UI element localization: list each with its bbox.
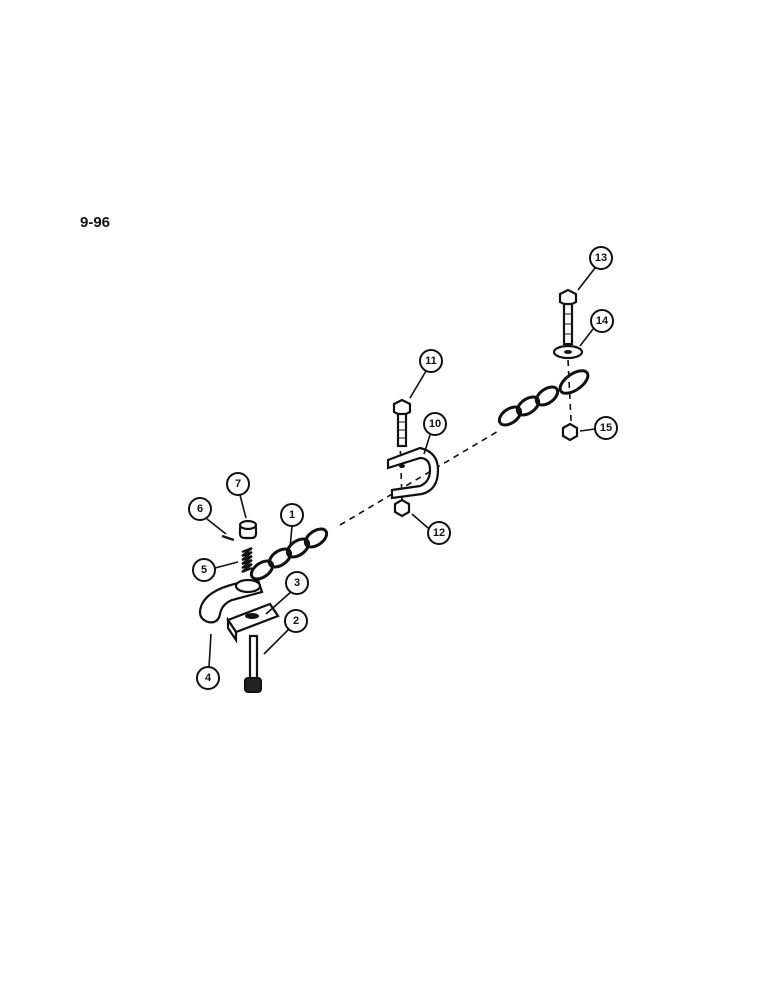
- bracket: [386, 446, 440, 500]
- svg-text:10: 10: [429, 418, 441, 430]
- svg-text:13: 13: [595, 252, 607, 264]
- bracket-bolt: [392, 398, 412, 448]
- callout-1: 1: [280, 503, 304, 549]
- chain-right: [497, 369, 590, 427]
- right-nut: [561, 422, 579, 442]
- hook-eye: [234, 578, 262, 594]
- svg-text:7: 7: [235, 478, 241, 490]
- pin: [221, 534, 235, 542]
- svg-text:3: 3: [294, 577, 300, 589]
- svg-text:14: 14: [596, 315, 609, 327]
- svg-text:5: 5: [201, 564, 207, 576]
- figure-number: 9-96: [80, 214, 111, 231]
- svg-text:2: 2: [293, 615, 299, 627]
- assembly-centerline: [339, 429, 501, 526]
- clip: [226, 602, 280, 644]
- svg-text:15: 15: [600, 422, 612, 434]
- callout-15: 15: [579, 416, 618, 440]
- callout-12: 12: [411, 513, 451, 545]
- callout-6: 6: [188, 497, 227, 535]
- callout-5: 5: [192, 558, 239, 582]
- svg-text:6: 6: [197, 503, 203, 515]
- right-bolt: [558, 288, 578, 346]
- cap: [238, 519, 258, 540]
- svg-text:4: 4: [205, 672, 212, 684]
- washer: [552, 344, 584, 360]
- bracket-nut: [393, 498, 411, 518]
- svg-text:12: 12: [433, 527, 445, 539]
- spring: [241, 546, 253, 574]
- clip-bolt: [244, 634, 262, 693]
- callout-11: 11: [409, 349, 443, 399]
- callout-4: 4: [196, 633, 220, 690]
- chain-left: [249, 527, 329, 581]
- callout-3: 3: [265, 571, 309, 615]
- callout-2: 2: [263, 609, 308, 655]
- callout-7: 7: [226, 472, 250, 519]
- callout-13: 13: [577, 246, 613, 291]
- callout-14: 14: [579, 309, 614, 347]
- callout-10: 10: [423, 412, 447, 455]
- svg-text:1: 1: [289, 509, 295, 521]
- svg-text:11: 11: [425, 355, 437, 367]
